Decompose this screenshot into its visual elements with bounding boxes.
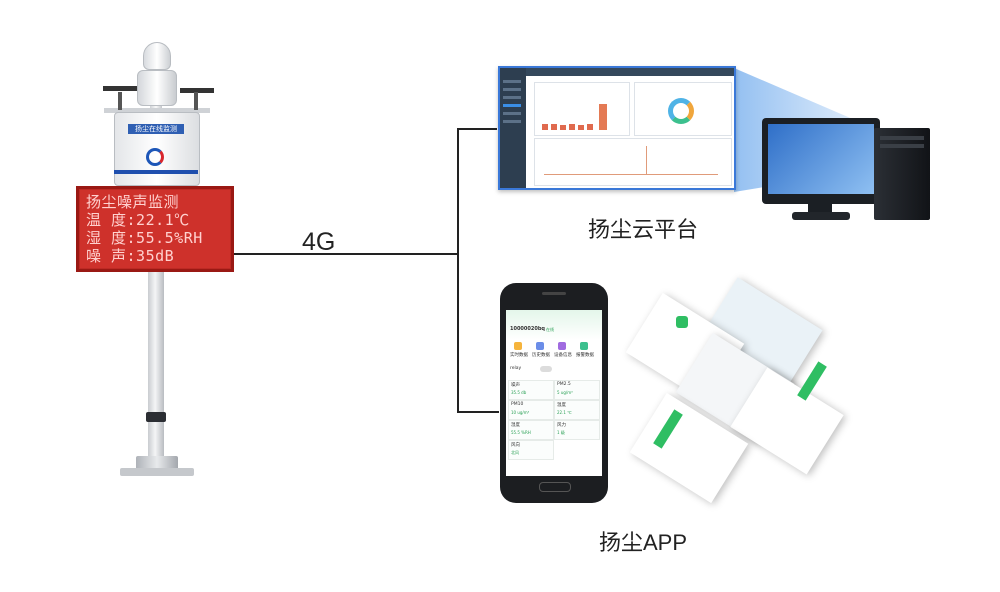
reading-label-wind-force: 风力 [557,423,566,428]
reading-tile [554,420,600,440]
dashboard-sidebar [500,68,526,188]
reading-value-pm10: 10 ug/m³ [511,410,530,415]
app-caption: 扬尘APP [599,530,688,555]
dashboard-sidebar-item [503,80,521,83]
app-logo-icon [676,316,688,328]
dashboard-bar-peak [599,104,607,130]
camera-body [137,70,177,106]
connection-line-to-app [457,411,499,413]
reading-label-wind-direction: 风向 [511,443,520,448]
quick-item-label: 设备信息 [554,353,572,358]
pole-foot [136,456,178,470]
dashboard-bar [560,125,566,130]
dashboard-bar [569,124,575,130]
dashboard-topbar [526,68,734,76]
reading-tile [508,420,554,440]
pole-band [146,412,166,422]
led-noise: 噪 声:35dB [86,247,175,265]
quick-item-label: 实时数据 [510,353,528,358]
reading-label-noise: 噪声 [511,383,520,388]
reading-value-noise: 35.5 db [511,390,527,395]
reading-tile [508,380,554,400]
led-humidity: 湿 度:55.5%RH [86,229,203,247]
wind-vane-icon [103,86,137,91]
sensor-crossbar [104,108,210,113]
led-title: 扬尘噪声监测 [86,193,180,211]
device-status: 在线 [546,327,554,332]
device-id: 10000020bq [510,326,545,332]
phone-home-button[interactable] [539,482,571,492]
station-pole [148,270,164,460]
dashboard-bar [551,124,557,130]
reading-value-wind-force: 1 级 [557,430,565,435]
history-icon[interactable] [536,342,544,350]
cloud-platform-caption: 扬尘云平台 [588,217,699,242]
dashboard-sidebar-item [503,112,521,115]
reading-label-temperature: 温度 [557,403,566,408]
reading-tile [554,380,600,400]
pc-monitor-stand [808,204,832,214]
relay-toggle[interactable] [540,366,552,372]
wind-vane-stem [118,92,122,110]
reading-tile [508,400,554,420]
alarm-icon[interactable] [580,342,588,350]
led-temperature: 温 度:22.1℃ [86,211,190,229]
anemometer-icon [180,88,214,93]
connection-line-to-platform [457,128,497,130]
quick-item-label: 报警数据 [576,353,594,358]
reading-label-humidity: 湿度 [511,423,520,428]
reading-value-humidity: 55.5 %RH [511,430,531,435]
reading-tile [508,440,554,460]
dashboard-bar [587,124,593,130]
connection-line-vertical [457,128,459,412]
pc-tower-drive [880,136,924,140]
camera-icon [143,42,171,70]
enclosure-stripe [114,170,198,174]
dashboard-donut-chart [668,98,694,124]
dashboard-sidebar-item [503,120,521,123]
logo-icon [146,148,164,166]
pc-monitor-screen [768,124,874,194]
connection-label: 4G [302,228,336,256]
dashboard-bar [578,125,584,130]
pole-base-plate [120,468,194,476]
reading-tile [554,400,600,420]
reading-value-pm25: 5 ug/m³ [557,390,573,395]
phone-speaker [542,292,566,295]
pc-monitor-base [792,212,850,220]
pc-tower [874,128,930,220]
quick-item-label: 历史数据 [532,353,550,358]
reading-label-pm10: PM10 [511,402,524,407]
phone-app-header [506,310,602,340]
reading-label-pm25: PM2.5 [557,382,571,387]
anemometer-stem [194,92,198,110]
dashboard-line-spike [646,146,647,174]
relay-toggle-label: relay [510,366,522,371]
connection-line-main [234,253,458,255]
pc-tower-drive [880,144,924,148]
dashboard-sidebar-item-active [503,104,521,107]
dashboard-line-panel [534,138,732,186]
dashboard-line-chart [544,162,718,175]
enclosure-label: 扬尘在线监测 [128,124,184,134]
led-display-screen [80,190,230,268]
device-info-icon[interactable] [558,342,566,350]
reading-value-wind-direction: 北风 [511,450,519,455]
dashboard-sidebar-item [503,96,521,99]
reading-value-temperature: 22.1 ℃ [557,410,572,415]
realtime-icon[interactable] [514,342,522,350]
dashboard-bar [542,124,548,130]
dashboard-sidebar-item [503,88,521,91]
